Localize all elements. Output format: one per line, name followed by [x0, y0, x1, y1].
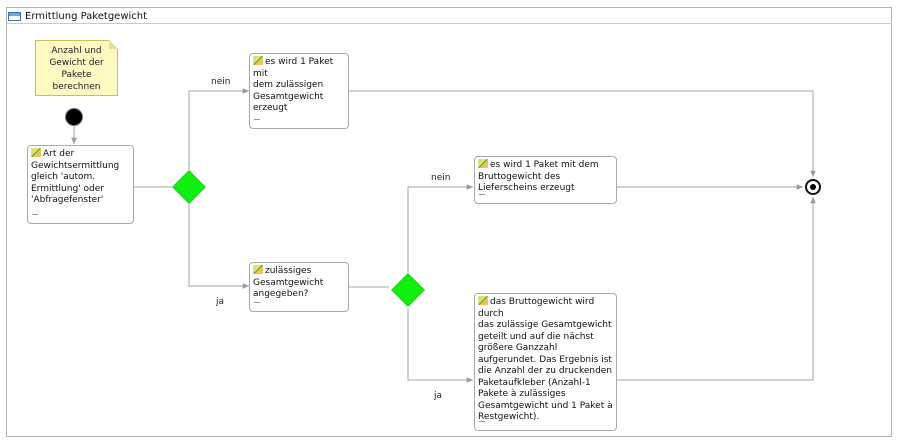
task-icon	[31, 148, 41, 157]
label-nein-1: nein	[211, 77, 231, 87]
edge-paket-zul-to-end	[349, 90, 816, 177]
task-bruttogewicht-teilen[interactable]: das Bruttogewicht wird durch das zulässi…	[474, 293, 617, 431]
edge-bruttogewicht-to-end	[617, 197, 816, 381]
diagram-title: Ermittlung Paketgewicht	[25, 10, 148, 22]
task-marker	[254, 119, 260, 120]
task-paket-brutto[interactable]: es wird 1 Paket mit dem Bruttogewicht de…	[474, 156, 617, 204]
task-label: Art der Gewichtsermittlung gleich 'autom…	[31, 149, 120, 205]
task-marker	[32, 214, 38, 215]
task-label: zulässiges Gesamtgewicht angegeben?	[253, 266, 324, 299]
start-event[interactable]	[66, 109, 82, 125]
end-event[interactable]	[805, 179, 821, 195]
task-marker	[254, 302, 260, 303]
task-paket-zulaessig[interactable]: es wird 1 Paket mit dem zulässigen Gesam…	[249, 53, 349, 129]
label-ja-2: ja	[434, 391, 443, 401]
diagram-icon	[8, 11, 21, 21]
note-text: Anzahl und Gewicht der Pakete berechnen	[49, 46, 104, 92]
task-icon	[478, 296, 488, 305]
task-marker	[479, 421, 485, 422]
annotation-note: Anzahl und Gewicht der Pakete berechnen	[35, 40, 118, 96]
task-icon	[478, 159, 488, 168]
task-zulaessiges-gesamtgewicht[interactable]: zulässiges Gesamtgewicht angegeben?	[249, 262, 349, 312]
edge-gw1-nein	[188, 88, 249, 170]
task-label: das Bruttogewicht wird durch das zulässi…	[478, 297, 613, 422]
task-label: es wird 1 Paket mit dem Bruttogewicht de…	[478, 160, 599, 193]
label-ja-1: ja	[216, 297, 225, 307]
diagram-frame	[6, 7, 892, 437]
title-separator	[6, 23, 892, 24]
note-fold-corner	[109, 40, 118, 49]
edge-gw2-nein	[407, 184, 473, 273]
task-art-der-gewichtsermittlung[interactable]: Art der Gewichtsermittlung gleich 'autom…	[27, 145, 134, 224]
edge-gw1-ja	[188, 204, 249, 289]
label-nein-2: nein	[431, 173, 451, 183]
edge-gw2-ja	[407, 308, 473, 383]
task-marker	[479, 194, 485, 195]
task-icon	[253, 56, 263, 65]
task-label: es wird 1 Paket mit dem zulässigen Gesam…	[253, 57, 334, 113]
diagram-title-bar: Ermittlung Paketgewicht	[8, 9, 147, 23]
task-icon	[253, 265, 263, 274]
